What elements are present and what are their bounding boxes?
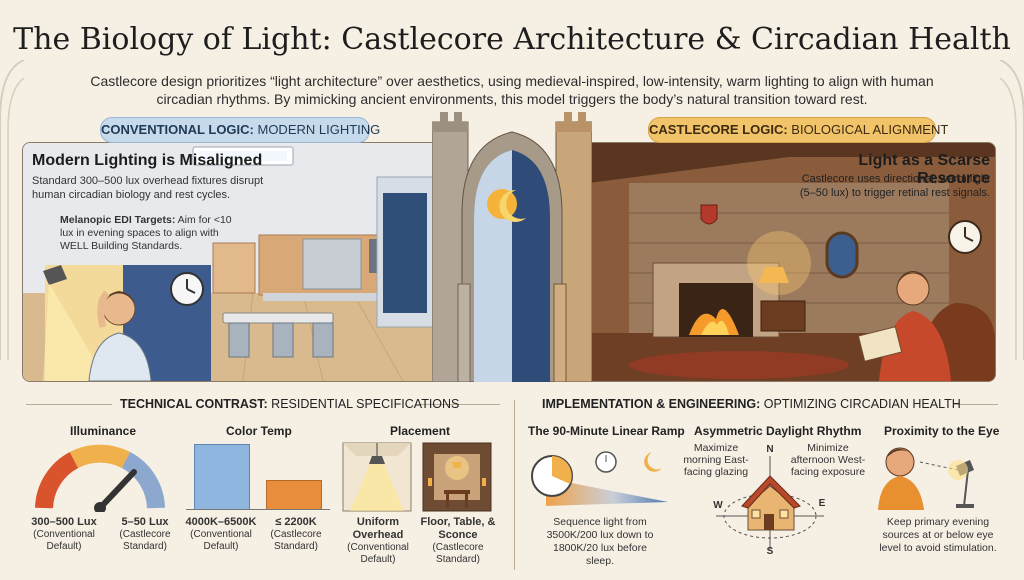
castlecore-label-rest: BIOLOGICAL ALIGNMENT: [787, 122, 949, 137]
color-temp-title: Color Temp: [226, 424, 292, 438]
color-temp-left-note: (Conventional Default): [190, 529, 252, 552]
daylight-west-note: Minimize afternoon West-facing exposure: [790, 442, 866, 478]
castlecore-label-bold: CASTLECORE LOGIC:: [649, 122, 788, 137]
daylight-title: Asymmetric Daylight Rhythm: [694, 424, 862, 438]
compass-house-illustration: [716, 456, 824, 550]
illuminance-right-note: (Castlecore Standard): [119, 529, 171, 552]
color-temp-castlecore: ≤ 2200K (Castlecore Standard): [262, 516, 330, 553]
compass-east: E: [818, 498, 826, 509]
compass-north: N: [766, 444, 774, 455]
placement-title: Placement: [390, 424, 451, 438]
ramp-text: Sequence light from 3500K/200 lux down t…: [546, 516, 654, 567]
conventional-label-rest: MODERN LIGHTING: [253, 122, 381, 137]
modern-kitchen-illustration: [23, 143, 437, 381]
proximity-illustration: [878, 447, 974, 510]
daylight-east-note: Maximize morning East-facing glazing: [683, 442, 749, 478]
ramp-title: The 90-Minute Linear Ramp: [528, 424, 685, 438]
color-temp-conventional: 4000K–6500K (Conventional Default): [180, 516, 262, 553]
implementation-heading: IMPLEMENTATION & ENGINEERING: OPTIMIZING…: [542, 397, 961, 411]
illuminance-gauge: [35, 444, 165, 512]
color-temp-right-value: ≤ 2200K: [275, 516, 317, 528]
sconce-room-icon: [422, 442, 492, 512]
modern-lighting-panel: [22, 142, 438, 382]
illuminance-castlecore: 5–50 Lux (Castlecore Standard): [110, 516, 180, 553]
castlecore-heading: Light as a Scarse Resource: [858, 152, 990, 187]
placement-right-value: Floor, Table, & Sconce: [420, 516, 496, 541]
castle-arch-illustration: [432, 112, 592, 382]
warm-temp-bar: [266, 480, 322, 510]
conventional-label-bold: CONVENTIONAL LOGIC:: [101, 122, 254, 137]
technical-contrast-heading: TECHNICAL CONTRAST: RESIDENTIAL SPECIFIC…: [120, 397, 459, 411]
divider-line: [420, 404, 500, 405]
illuminance-left-value: 300–500 Lux: [31, 516, 97, 528]
proximity-text: Keep primary evening sources at or below…: [879, 516, 997, 554]
implementation-heading-rest: OPTIMIZING CIRCADIAN HEALTH: [760, 397, 961, 411]
placement-castlecore: Floor, Table, & Sconce (Castlecore Stand…: [418, 516, 498, 566]
temp-baseline: [186, 509, 330, 510]
proximity-title: Proximity to the Eye: [884, 424, 1000, 438]
illuminance-title: Illuminance: [70, 424, 137, 438]
ramp-illustration: [531, 451, 668, 506]
placement-left-note: (Conventional Default): [347, 542, 409, 565]
illuminance-right-value: 5–50 Lux: [121, 516, 169, 528]
placement-left-value: Uniform Overhead: [352, 516, 404, 541]
divider-line: [954, 404, 998, 405]
technical-heading-rest: RESIDENTIAL SPECIFICATIONS: [267, 397, 460, 411]
overhead-room-icon: [342, 442, 412, 512]
placement-right-note: (Castlecore Standard): [432, 542, 484, 565]
color-temp-left-value: 4000K–6500K: [185, 516, 257, 528]
implementation-heading-bold: IMPLEMENTATION & ENGINEERING:: [542, 397, 761, 411]
modern-text: Standard 300–500 lux overhead fixtures d…: [32, 175, 264, 201]
color-temp-right-note: (Castlecore Standard): [270, 529, 322, 552]
castlecore-panel: [588, 142, 996, 382]
edi-rest: Aim for <10 lux in evening spaces to ali…: [60, 214, 232, 252]
page-title: The Biology of Light: Castlecore Archite…: [13, 22, 1011, 57]
castle-room-illustration: [589, 143, 995, 381]
cool-temp-bar: [194, 444, 250, 510]
left-arch-decoration: [0, 60, 25, 360]
divider-line: [26, 404, 112, 405]
right-arch-decoration: [999, 60, 1024, 360]
castlecore-logic-label: CASTLECORE LOGIC: BIOLOGICAL ALIGNMENT: [648, 117, 948, 143]
illuminance-left-note: (Conventional Default): [33, 529, 95, 552]
conventional-logic-label: CONVENTIONAL LOGIC: MODERN LIGHTING: [100, 117, 380, 143]
melanopic-edi-note: Melanopic EDI Targets: Aim for <10 lux i…: [60, 214, 236, 253]
edi-bold: Melanopic EDI Targets:: [60, 214, 176, 226]
illuminance-conventional: 300–500 Lux (Conventional Default): [22, 516, 106, 553]
compass-south: S: [766, 546, 774, 557]
technical-heading-bold: TECHNICAL CONTRAST:: [120, 397, 268, 411]
page-subtitle: Castlecore design prioritizes “light arc…: [90, 73, 934, 107]
placement-conventional: Uniform Overhead (Conventional Default): [340, 516, 416, 566]
castlecore-text: Castlecore uses directional, warm light …: [799, 173, 990, 199]
modern-heading: Modern Lighting is Misaligned: [32, 152, 263, 169]
compass-west: W: [713, 500, 723, 511]
section-divider: [514, 400, 515, 570]
